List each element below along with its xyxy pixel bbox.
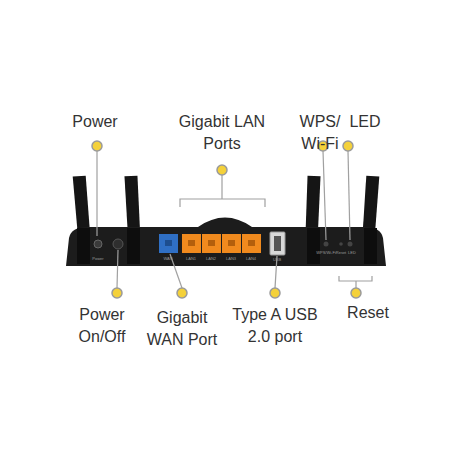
port-label: Power: [88, 256, 108, 261]
marker-dot: [270, 288, 280, 298]
usb-port: [270, 232, 285, 255]
leader-lines: [97, 151, 372, 288]
marker-dot: [92, 141, 102, 151]
port-socket: [165, 240, 172, 246]
port-socket: [248, 240, 255, 246]
bracket: [180, 199, 265, 207]
antenna-base: [364, 228, 377, 264]
marker-dot: [112, 288, 122, 298]
port-socket: [208, 240, 215, 246]
marker-dot: [177, 288, 187, 298]
led-button: [348, 242, 353, 247]
port-socket: [188, 240, 195, 246]
lan-port: [222, 234, 241, 253]
port-socket: [228, 240, 235, 246]
callout-label: Reset: [338, 302, 398, 324]
port-label: Reset: [334, 250, 348, 255]
port-label: WPS/Wi-Fi: [314, 250, 338, 255]
marker-dot: [217, 165, 227, 175]
marker-dot: [351, 288, 361, 298]
port-label: LAN4: [241, 256, 261, 261]
callout-label: Gigabit WAN Port: [141, 307, 223, 351]
port-label: LED: [345, 250, 359, 255]
leader-line: [355, 281, 356, 288]
port-label: USB: [267, 257, 287, 262]
usb-socket: [274, 236, 281, 251]
power-button: [113, 239, 123, 249]
callout-label: LED: [340, 111, 390, 133]
antenna-bases: [77, 228, 377, 264]
port-label: WAN: [158, 256, 178, 261]
lan-port: [202, 234, 221, 253]
leader-line: [323, 151, 326, 240]
wps-button: [324, 242, 329, 247]
lan-port: [242, 234, 261, 253]
wan-port: [159, 234, 178, 253]
port-label: LAN1: [181, 256, 201, 261]
callout-label: Gigabit LAN Ports: [172, 111, 272, 155]
callout-label: Power: [60, 111, 130, 133]
callout-label: WPS/ Wi-Fi: [295, 111, 345, 155]
leader-line: [221, 175, 222, 199]
reset-hole: [339, 242, 343, 246]
callout-label: Type A USB 2.0 port: [223, 304, 327, 348]
markers: [92, 141, 361, 298]
antenna-base: [307, 228, 320, 264]
leader-line: [117, 250, 118, 288]
bracket: [339, 276, 372, 281]
callout-label: Power On/Off: [71, 304, 133, 348]
power-jack: [94, 240, 102, 248]
antenna-base: [127, 228, 140, 264]
lan-port: [182, 234, 201, 253]
antenna-base: [77, 228, 90, 264]
leader-line: [348, 151, 350, 240]
router-body: [66, 218, 386, 267]
leader-line: [96, 151, 97, 236]
marker-dot: [343, 141, 353, 151]
port-label: LAN3: [221, 256, 241, 261]
port-label: LAN2: [201, 256, 221, 261]
